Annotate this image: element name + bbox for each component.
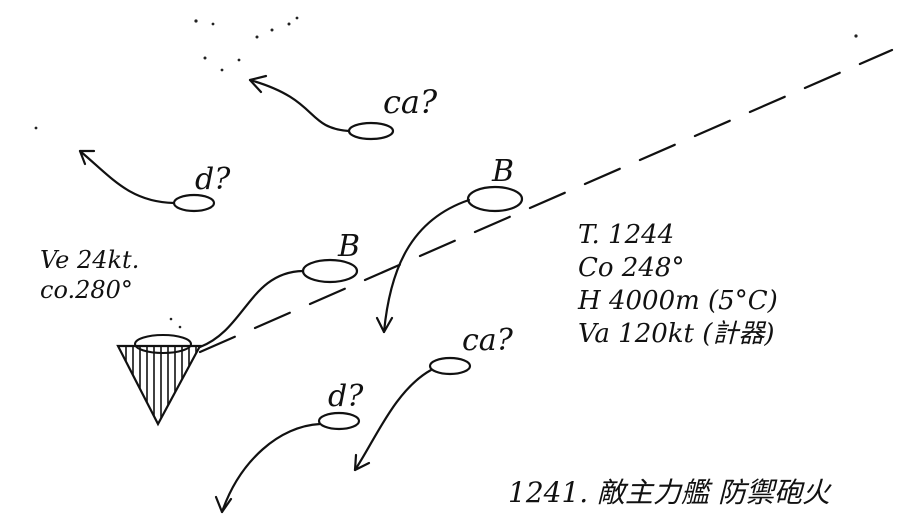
contact-b-center <box>198 258 359 349</box>
caption: 1241. 敵主力艦 防禦砲火 <box>508 476 832 509</box>
contact-b-right <box>375 185 524 334</box>
label-b-right: B <box>491 154 514 189</box>
info-course: Co 248° <box>578 253 684 283</box>
info-airspeed: Va 120kt (計器) <box>578 319 775 349</box>
contact-ca-top <box>248 74 395 141</box>
own-ship-speed: Ve 24kt. <box>40 246 139 274</box>
label-ca-top: ca? <box>383 83 438 121</box>
label-d-upper: d? <box>195 162 231 197</box>
label-d-lower: d? <box>328 379 364 414</box>
label-ca-lower: ca? <box>462 323 514 358</box>
contact-d-upper <box>78 149 216 213</box>
own-ship-course: co.280° <box>40 276 133 304</box>
own-ship-triangle <box>116 317 202 427</box>
info-time: T. 1244 <box>578 220 674 250</box>
dashed-flight-path <box>198 48 894 354</box>
info-height: H 4000m (5°C) <box>577 286 778 316</box>
label-b-center: B <box>337 229 360 264</box>
speck-cluster <box>34 16 858 130</box>
contact-d-lower <box>214 411 361 514</box>
contact-ca-lower <box>353 356 472 472</box>
